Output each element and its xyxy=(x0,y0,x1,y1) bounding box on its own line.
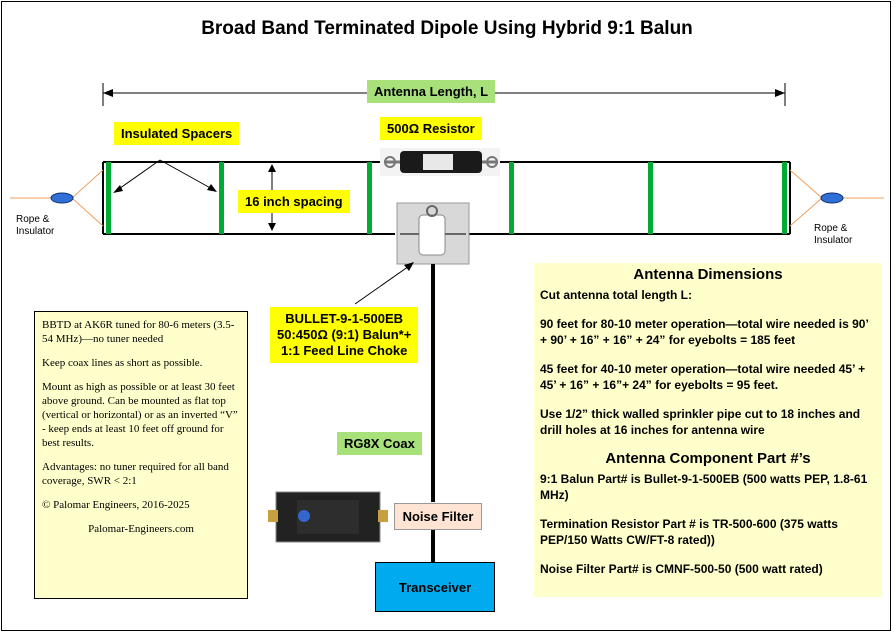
part-resistor: Termination Resistor Part # is TR-500-60… xyxy=(540,517,838,547)
antenna-length-label: Antenna Length, L xyxy=(367,80,496,103)
notes-panel: BBTD at AK6R tuned for 80-6 meters (3.5-… xyxy=(34,311,248,599)
spacer-1 xyxy=(106,162,111,234)
rope-left-upper xyxy=(71,169,104,199)
rope-right-lower xyxy=(789,197,823,227)
note-advantages: Advantages: no tuner required for all ba… xyxy=(42,461,229,487)
transceiver-box: Transceiver xyxy=(375,562,495,612)
rope-insulator-left-label: Rope & Insulator xyxy=(16,214,55,237)
part-noise-filter: Noise Filter Part# is CMNF-500-50 (500 w… xyxy=(540,562,823,576)
dimensions-panel: Antenna Dimensions Cut antenna total len… xyxy=(534,263,882,597)
coax-label: RG8X Coax xyxy=(337,432,422,455)
spacer-5 xyxy=(648,162,653,234)
rope-left-lower xyxy=(71,197,104,227)
note-bbtd: BBTD at AK6R tuned for 80-6 meters (3.5-… xyxy=(42,319,235,345)
spacer-3 xyxy=(367,162,372,234)
parts-heading: Antenna Component Part #’s xyxy=(605,450,811,467)
insulated-spacers-label: Insulated Spacers xyxy=(114,122,240,145)
insulator-right xyxy=(820,192,844,204)
dimensions-45ft: 45 feet for 40-10 meter operation—total … xyxy=(540,362,866,392)
note-mounting: Mount as high as possible or at least 30… xyxy=(42,381,238,449)
note-copyright: © Palomar Engineers, 2016-2025 xyxy=(42,499,190,511)
balun-arrow xyxy=(354,263,413,305)
balun-label: BULLET-9-1-500EB 50:450Ω (9:1) Balun*+ 1… xyxy=(270,307,419,363)
note-coax: Keep coax lines as short as possible. xyxy=(42,357,203,369)
noise-filter-label: Noise Filter xyxy=(394,503,482,530)
length-arrow-right xyxy=(775,89,785,97)
resistor-label: 500Ω Resistor xyxy=(380,117,482,140)
note-website: Palomar-Engineers.com xyxy=(88,523,194,535)
spacer-arrow-left xyxy=(115,159,161,192)
diagram-title: Broad Band Terminated Dipole Using Hybri… xyxy=(201,18,693,39)
length-arrow-left xyxy=(103,89,113,97)
dimensions-heading: Antenna Dimensions xyxy=(633,266,783,283)
spacer-4 xyxy=(509,162,514,234)
spacer-6 xyxy=(782,162,787,234)
rope-right-upper xyxy=(789,169,823,199)
spacer-arrow-right xyxy=(159,159,215,191)
dimensions-cut: Cut antenna total length L: xyxy=(540,288,692,302)
dimensions-pipe: Use 1/2” thick walled sprinkler pipe cut… xyxy=(540,407,861,437)
spacing-label: 16 inch spacing xyxy=(238,190,350,213)
dimensions-90ft: 90 feet for 80-10 meter operation—total … xyxy=(540,317,869,347)
part-balun: 9:1 Balun Part# is Bullet-9-1-500EB (500… xyxy=(540,472,868,502)
insulator-left xyxy=(50,192,74,204)
spacer-2 xyxy=(219,162,224,234)
rope-insulator-right-label: Rope & Insulator xyxy=(814,223,853,246)
